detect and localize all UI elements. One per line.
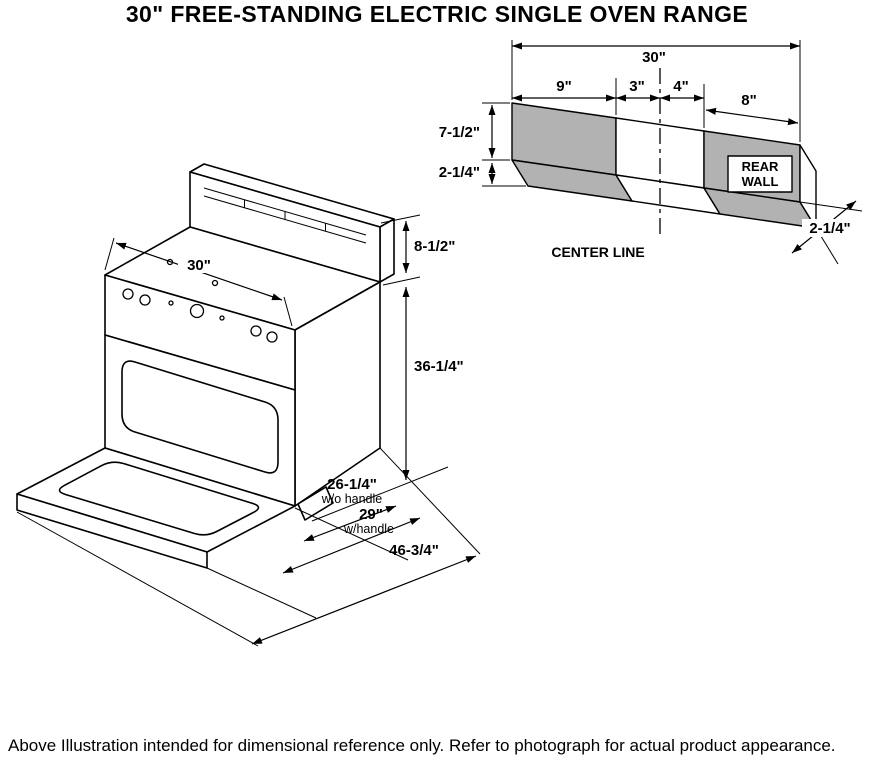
label-mask: [802, 219, 858, 237]
backsplash-vent-slots: [203, 187, 367, 244]
dim-band-depth-right: 2-1/4": [809, 220, 850, 237]
disclaimer-text: Above Illustration intended for dimensio…: [8, 736, 836, 755]
rear-wall-label-box: [727, 155, 793, 193]
knob: [139, 294, 151, 306]
indicator-dot: [219, 315, 225, 321]
dim-depth-handle: 29": [359, 506, 383, 523]
range-isometric-drawing: [16, 163, 395, 569]
dim-line-seg-8: [705, 107, 799, 126]
backsplash-side-face: [379, 218, 395, 283]
dim-seg-3: 3": [629, 78, 644, 95]
page-title: 30" FREE-STANDING ELECTRIC SINGLE OVEN R…: [125, 1, 749, 27]
knob: [122, 288, 134, 300]
dim-depth-open: 46-3/4": [389, 542, 439, 559]
indicator-dot: [168, 300, 174, 306]
label-mask: [178, 257, 220, 273]
center-dial: [189, 303, 205, 319]
note-no-handle: w/o handle: [321, 492, 383, 506]
oven-cavity-opening: [121, 360, 279, 474]
dim-band-height: 7-1/2": [439, 124, 480, 141]
door-window: [58, 461, 260, 536]
note-handle: w/handle: [343, 522, 394, 536]
dim-wall-total-width: 30": [642, 49, 666, 66]
range-dimensions: 30" 8-1/2" 36-1/4" 26-1/4" w/o handle 29…: [16, 214, 481, 647]
dim-depth-no-handle: 26-1/4": [327, 476, 377, 493]
label-rear-wall-1: REAR: [742, 159, 779, 174]
rear-wall-drawing: REAR WALL CENTER LINE: [511, 68, 817, 260]
rear-wall-dimensions: 30" 9" 3" 4" 8" 7-1/2" 2-1/4": [439, 40, 863, 265]
dim-body-height: 36-1/4": [414, 358, 464, 375]
dim-seg-9: 9": [556, 78, 571, 95]
label-center-line: CENTER LINE: [551, 244, 644, 260]
dim-cooktop-width: 30": [187, 257, 211, 274]
dim-backsplash-height: 8-1/2": [414, 238, 455, 255]
dim-band-depth-left: 2-1/4": [439, 164, 480, 181]
knob: [266, 331, 278, 343]
dim-line-depth-open: [251, 555, 477, 645]
dim-seg-8: 8": [741, 92, 756, 109]
knob: [250, 325, 262, 337]
burner-mark: [211, 279, 219, 287]
label-rear-wall-2: WALL: [742, 174, 779, 189]
dim-seg-4: 4": [673, 78, 688, 95]
